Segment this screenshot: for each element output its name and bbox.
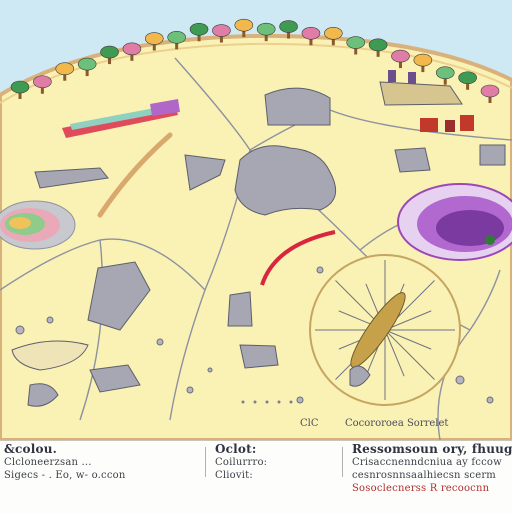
tree-crown [413,53,433,67]
tree-crown [55,62,75,76]
map-legend: &colou. Clcloneerzsan ... Sigecs - . Eo,… [0,440,512,513]
legend-col3-line3: cesnrosnnsaalhiecsn scerm [352,470,496,481]
legend-col2-line3: Cliovit: [215,470,253,481]
tree-trunk [309,37,313,46]
tree-crown [391,49,410,63]
castle-markers [388,70,474,132]
tree-crown [167,31,186,44]
tree-trunk [152,42,156,51]
legend-divider-1 [205,447,206,477]
tree-crown [212,24,231,37]
tree-crown [100,45,119,59]
tree-trunk [443,76,447,85]
tree-crown [256,22,276,36]
legend-col3-line4: Sosoclecnerss R recoocnn [352,483,490,494]
tree-crown [480,84,500,98]
tree-trunk [130,52,134,61]
tree-crown [10,80,30,94]
compass-spoke [384,329,435,380]
tree-crown [368,38,388,52]
river [97,132,173,218]
compass-spoke [384,329,405,377]
tree-trunk [197,33,201,42]
tree-crown [122,42,142,56]
tree-trunk [331,37,335,46]
legend-column-3: Ressomsoun ory, fhuugnet Crisaccnenndcni… [352,443,512,495]
legend-column-2: Oclot: Coilurrro: Cliovit: [215,443,267,482]
map-caption-right: Cocororoea Sorrelet [345,418,448,429]
tree-trunk [242,29,246,38]
legend-col2-heading: Oclot: [215,442,257,456]
tree-crown [234,18,254,32]
tree-trunk [287,30,291,39]
pebbles [15,266,494,404]
legend-col1-line3: Sigecs - . Eo, w- o.ccon [4,470,126,481]
banner-west [62,99,180,138]
red-arc [260,230,336,286]
tree-crown [458,71,477,85]
tree-crown [346,36,366,49]
legend-col3-heading: Ressomsoun ory, fhuugnet [352,442,512,456]
tree-crown [435,66,455,80]
compass-spoke [384,329,432,350]
tree-trunk [264,33,268,42]
whirlpool-west [0,200,76,250]
tree-trunk [63,72,67,81]
tree-crown [33,75,52,89]
tree-trunk [85,68,89,77]
legend-col3-line2: Crisaccnenndcniua ay fccow [352,457,502,468]
legend-divider-2 [342,447,343,477]
rock-formations [11,81,506,407]
crater-east [397,183,512,261]
tree-crown [189,22,209,36]
tree-trunk [488,95,492,103]
tree-crown [279,20,298,33]
tree-crown [301,26,321,40]
map-caption-left: ClC [300,418,319,429]
tree-trunk [18,91,22,99]
tree-trunk [219,34,223,43]
map-dots [241,400,293,404]
legend-column-1: &colou. Clcloneerzsan ... Sigecs - . Eo,… [4,443,125,482]
tree-crown [324,27,343,40]
tree-trunk [40,85,44,94]
treeline [10,18,500,103]
compass-rose [309,254,461,406]
tree-trunk [466,81,470,90]
tree-trunk [376,48,380,57]
tree-trunk [354,46,358,55]
legend-col1-line2: Clcloneerzsan ... [4,457,92,468]
tree-crown [77,57,97,71]
tree-trunk [421,64,425,73]
tree-crown [144,32,164,45]
tree-trunk [175,41,179,50]
fantasy-map: ClC Cocororoea Sorrelet [0,0,512,440]
tree-trunk [398,60,402,69]
tree-trunk [108,56,112,65]
legend-col1-heading: &colou. [4,442,58,456]
legend-col2-line2: Coilurrro: [215,457,268,468]
